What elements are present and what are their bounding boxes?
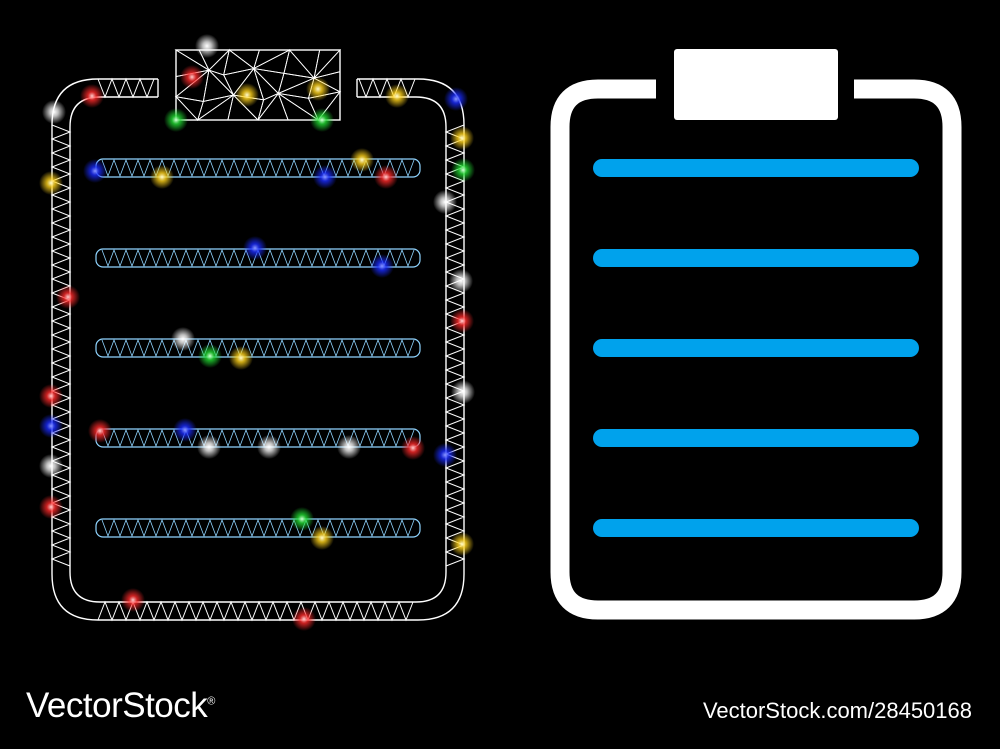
glare-spot [56, 285, 80, 309]
glare-spots [39, 34, 475, 631]
glare-spot [229, 346, 253, 370]
glare-spot [310, 108, 334, 132]
glare-spot [257, 435, 281, 459]
brand-name: VectorStock [26, 686, 208, 725]
glare-spot [39, 414, 63, 438]
mesh-list-lines [95, 158, 421, 538]
brand-registered-mark: ® [207, 695, 215, 708]
mesh-list-line-zigzag [101, 518, 415, 538]
clipboard-outline [550, 79, 962, 620]
glare-spot [444, 87, 468, 111]
glare-spot [433, 190, 457, 214]
glare-spot [39, 171, 63, 195]
glare-spot [83, 159, 107, 183]
glare-spot [292, 607, 316, 631]
glare-spot [306, 77, 330, 101]
glare-spot [310, 526, 334, 550]
frame-zigzag [97, 77, 155, 99]
mesh-list-line-zigzag [101, 428, 415, 448]
glare-spot [451, 158, 475, 182]
frame-zigzag [50, 124, 72, 567]
glare-spot [385, 84, 409, 108]
glare-spot [195, 34, 219, 58]
glare-spot [197, 435, 221, 459]
glare-spot [121, 588, 145, 612]
clip-triangle [277, 92, 320, 121]
glare-spot [39, 454, 63, 478]
glare-spot [450, 126, 474, 150]
source-url: VectorStock.com/28450168 [702, 698, 972, 723]
clipboard-list-mesh-icon [39, 34, 475, 631]
clipboard-list-icon [550, 49, 962, 620]
glare-spot [39, 495, 63, 519]
glare-spot [180, 65, 204, 89]
glare-spot [451, 380, 475, 404]
brand-watermark: VectorStock® [26, 686, 215, 726]
glare-spot [243, 236, 267, 260]
glare-spot [401, 436, 425, 460]
glare-spot [313, 165, 337, 189]
glare-spot [370, 254, 394, 278]
mesh-list-line-zigzag [101, 338, 415, 358]
glare-spot [235, 83, 259, 107]
glare-spot [42, 100, 66, 124]
glare-spot [80, 84, 104, 108]
glare-spot [337, 435, 361, 459]
glare-spot [150, 165, 174, 189]
glare-spot [374, 165, 398, 189]
glare-spot [433, 443, 457, 467]
clip-triangle [223, 49, 255, 76]
clipboard-clip [674, 49, 838, 120]
clipboard-list-lines [593, 159, 919, 537]
glare-spot [449, 269, 473, 293]
glare-spot [450, 309, 474, 333]
clip-triangle [227, 94, 260, 121]
glare-spot [164, 108, 188, 132]
frame-zigzag [97, 600, 414, 622]
glare-spot [198, 344, 222, 368]
glare-spot [173, 418, 197, 442]
glare-spot [171, 327, 195, 351]
glare-spot [350, 148, 374, 172]
glare-spot [450, 532, 474, 556]
clip-triangle [312, 48, 341, 79]
glare-spot [290, 507, 314, 531]
glare-spot [88, 419, 112, 443]
glare-spot [39, 384, 63, 408]
